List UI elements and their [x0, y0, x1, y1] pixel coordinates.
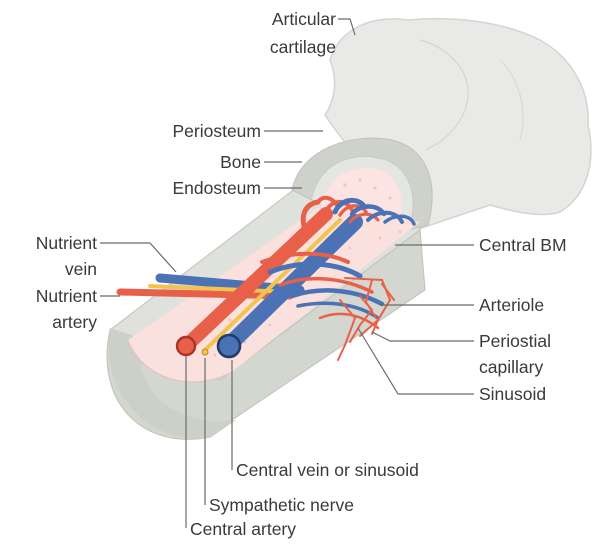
- label-articular-cartilage-line2: cartilage: [270, 37, 336, 57]
- label-sinusoid: Sinusoid: [479, 384, 546, 404]
- central-vein-cut-end: [218, 335, 240, 357]
- label-sympathetic-nerve: Sympathetic nerve: [209, 495, 354, 515]
- label-nutrient-artery-line1: Nutrient: [36, 286, 97, 306]
- label-bone: Bone: [220, 152, 261, 172]
- label-articular-cartilage-line1: Articular: [272, 9, 336, 29]
- sympathetic-nerve-cut-end: [202, 349, 208, 355]
- label-nutrient-vein-line2: vein: [65, 259, 97, 279]
- label-arteriole: Arteriole: [479, 295, 544, 315]
- label-endosteum: Endosteum: [172, 178, 261, 198]
- label-periostial-capillary-line1: Periostial: [479, 331, 551, 351]
- label-central-artery: Central artery: [190, 519, 296, 539]
- label-central-vein: Central vein or sinusoid: [236, 460, 419, 480]
- central-artery-cut-end: [177, 337, 195, 355]
- label-nutrient-vein-line1: Nutrient: [36, 233, 97, 253]
- label-nutrient-artery-line2: artery: [52, 312, 97, 332]
- label-central-bm: Central BM: [479, 235, 567, 255]
- label-periosteum: Periosteum: [172, 121, 261, 141]
- label-periostial-capillary-line2: capillary: [479, 357, 543, 377]
